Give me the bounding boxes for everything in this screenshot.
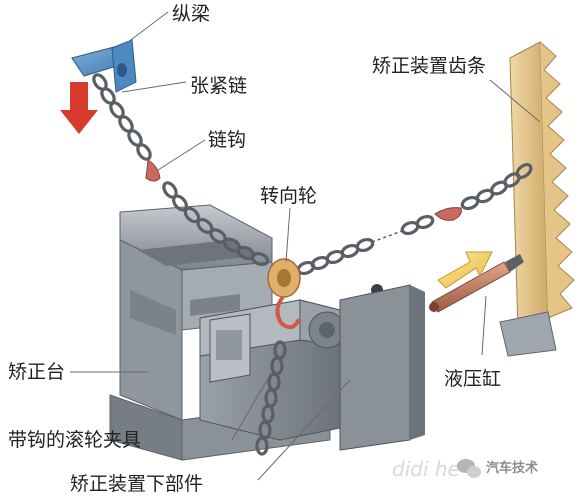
label-hydraulic-cylinder: 液压缸 bbox=[444, 368, 501, 390]
push-direction-arrow bbox=[437, 251, 493, 289]
chain-hook-left bbox=[145, 159, 161, 182]
label-roller-clamp: 带钩的滚轮夹具 bbox=[8, 429, 141, 451]
label-straightener-rack: 矫正装置齿条 bbox=[372, 55, 486, 77]
label-tension-chain: 张紧链 bbox=[190, 75, 247, 97]
pull-direction-arrow bbox=[60, 82, 98, 134]
chain-dotted-segment bbox=[371, 230, 403, 243]
label-steering-wheel: 转向轮 bbox=[260, 185, 317, 207]
straightener-lower-part bbox=[199, 284, 425, 451]
hydraulic-cylinder bbox=[429, 254, 524, 313]
steering-wheel bbox=[267, 258, 301, 330]
longitudinal-beam bbox=[71, 39, 137, 93]
label-straightening-platform: 矫正台 bbox=[8, 361, 65, 383]
wechat-icon bbox=[457, 459, 481, 478]
straightener-rack bbox=[499, 41, 575, 357]
label-straightener-lower-part: 矫正装置下部件 bbox=[70, 473, 203, 495]
watermark-brand: 汽车技术 bbox=[486, 460, 538, 476]
chain-hook-right bbox=[434, 207, 462, 221]
watermark-url: didi he bbox=[392, 457, 460, 481]
leader-lines bbox=[70, 11, 541, 481]
label-longitudinal-beam: 纵梁 bbox=[172, 3, 210, 25]
tension-chain bbox=[92, 73, 533, 456]
label-chain-hook: 链钩 bbox=[208, 129, 246, 151]
roller-clamp-with-hook bbox=[209, 313, 251, 383]
